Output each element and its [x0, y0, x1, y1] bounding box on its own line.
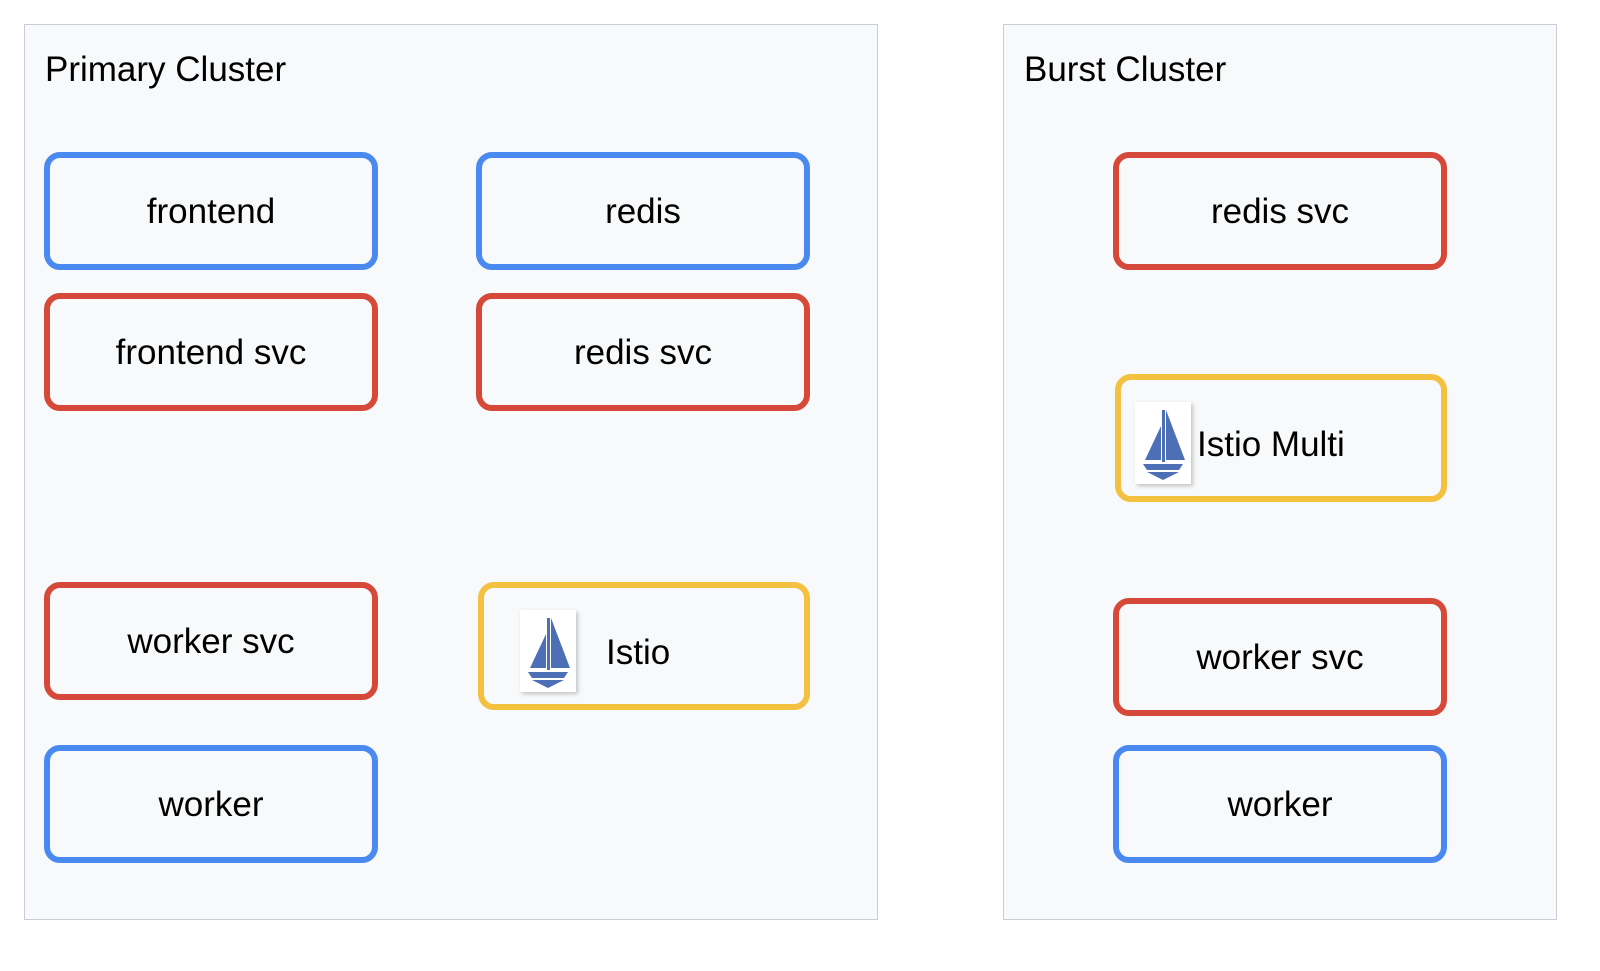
cluster-title-primary: Primary Cluster: [45, 50, 287, 89]
node-istio[interactable]: Istio: [478, 582, 810, 710]
istio-sailboat-icon: [520, 610, 576, 692]
node-label: worker: [158, 784, 264, 824]
istio-sailboat-icon: [1135, 402, 1191, 484]
node-worker-svc[interactable]: worker svc: [44, 582, 378, 700]
node-frontend[interactable]: frontend: [44, 152, 378, 270]
node-label: redis svc: [573, 332, 713, 372]
node-label: Istio Multi: [1197, 425, 1345, 464]
node-label: worker svc: [1196, 637, 1364, 677]
node-redis[interactable]: redis: [476, 152, 810, 270]
node-label: frontend: [146, 191, 276, 231]
node-frontend-svc[interactable]: frontend svc: [44, 293, 378, 411]
node-label: redis svc: [1210, 191, 1350, 231]
node-label: frontend svc: [115, 332, 307, 372]
node-burst-worker-svc[interactable]: worker svc: [1113, 598, 1447, 716]
node-redis-svc[interactable]: redis svc: [476, 293, 810, 411]
node-burst-worker[interactable]: worker: [1113, 745, 1447, 863]
node-label: worker: [1227, 784, 1333, 824]
node-worker[interactable]: worker: [44, 745, 378, 863]
cluster-title-burst: Burst Cluster: [1024, 50, 1227, 89]
node-burst-istio-multi[interactable]: Istio Multi: [1115, 374, 1447, 502]
node-label: Istio: [606, 633, 671, 672]
node-burst-redis-svc[interactable]: redis svc: [1113, 152, 1447, 270]
node-label: redis: [605, 191, 681, 231]
node-label: worker svc: [127, 621, 295, 661]
